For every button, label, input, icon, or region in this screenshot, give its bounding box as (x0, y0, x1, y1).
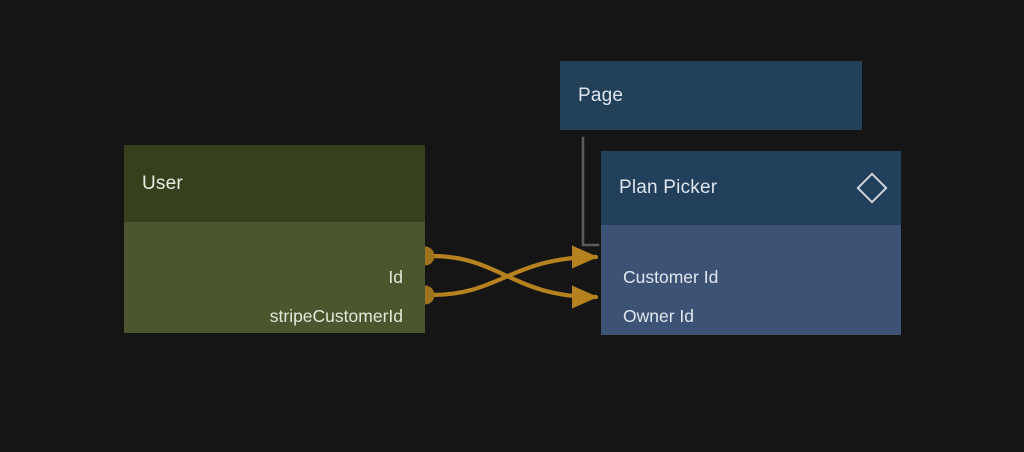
node-page-title: Page (578, 84, 624, 106)
node-page[interactable]: Page (560, 61, 862, 130)
node-user[interactable]: User Id stripeCustomerId (124, 145, 425, 333)
node-user-header[interactable]: User (124, 145, 425, 222)
node-plan-picker-body: Customer Id Owner Id (601, 225, 901, 335)
node-user-title: User (142, 172, 183, 194)
field-customer-id[interactable]: Customer Id (623, 267, 719, 287)
diamond-icon (856, 172, 888, 204)
node-plan-picker[interactable]: Plan Picker Customer Id Owner Id (601, 151, 901, 335)
field-owner-id[interactable]: Owner Id (623, 306, 694, 326)
field-stripecustomerid[interactable]: stripeCustomerId (269, 306, 403, 326)
edge-stripecustomerid-to-customer-id (429, 245, 599, 298)
node-user-body: Id stripeCustomerId (124, 222, 425, 333)
field-id[interactable]: Id (388, 267, 403, 287)
node-plan-picker-title: Plan Picker (619, 177, 718, 198)
edge-page-to-plan-picker (581, 136, 600, 247)
edge-id-to-owner-id (429, 253, 599, 309)
node-page-header[interactable]: Page (560, 61, 862, 130)
node-plan-picker-header[interactable]: Plan Picker (601, 151, 901, 225)
